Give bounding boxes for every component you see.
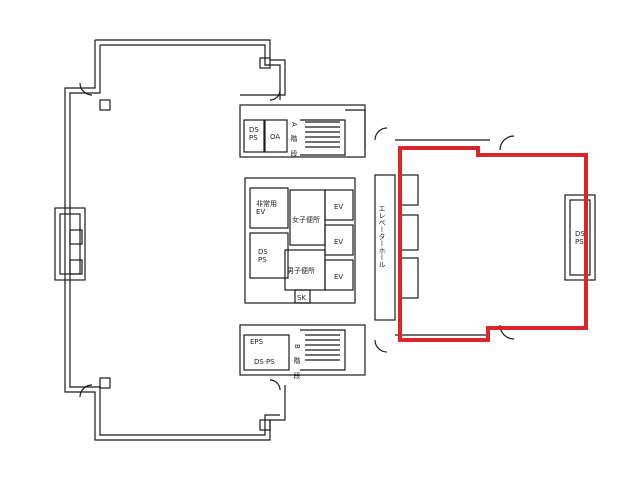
label-womens-toilet: 女子便所 [292,215,320,224]
label-ev-2: EV [334,238,343,246]
label-sk: SK [297,294,306,302]
label-mens-toilet: 男子便所 [287,266,315,275]
label-ev-1: EV [334,203,343,211]
label-ds-ps-bottom: DS·PS [254,358,275,366]
label-elevator-hall: エレベーターホール [378,205,386,268]
label-oa: OA [270,133,280,141]
building-outline [54,39,596,441]
label-eps: EPS [250,338,264,346]
label-ev-3: EV [334,273,343,281]
lease-area-outline [398,146,588,342]
